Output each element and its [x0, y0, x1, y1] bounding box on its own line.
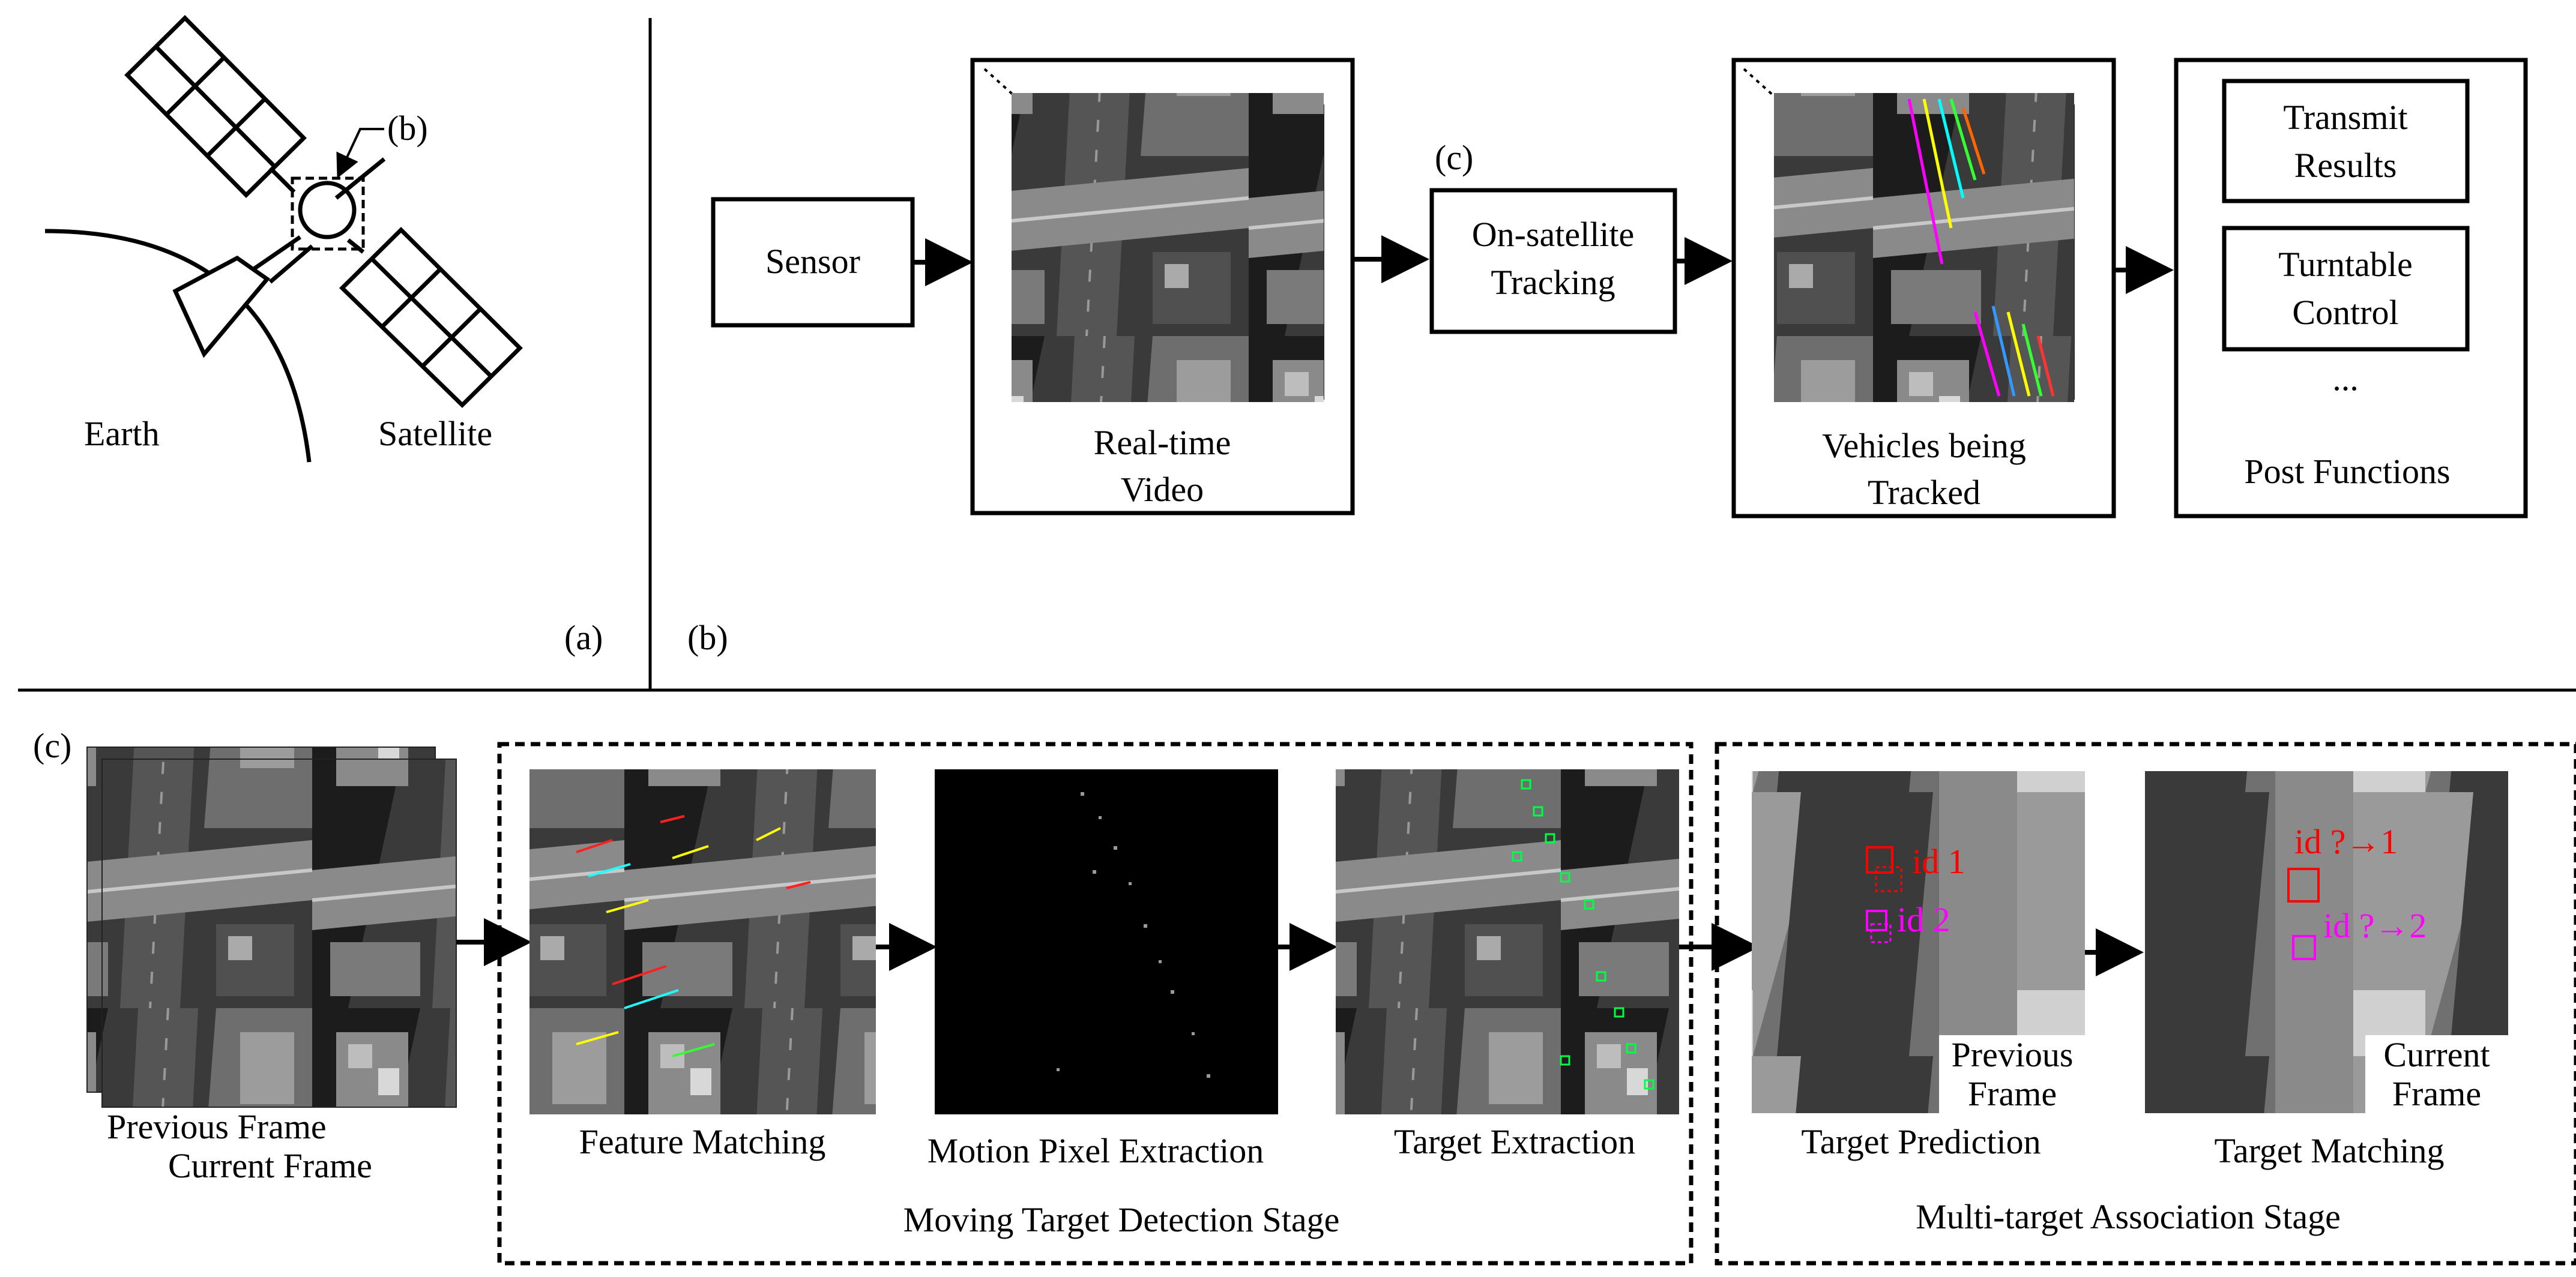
motion-pixel-image [935, 769, 1278, 1114]
prev-frame-line1: Previous [1952, 1035, 2074, 1074]
transmit-box [2222, 79, 2470, 203]
callout-box [291, 176, 365, 251]
turntable-line2: Control [2292, 293, 2398, 332]
motion-pixels [1057, 792, 1210, 1078]
matching-box-red [2287, 868, 2320, 903]
tracked-line1: Vehicles being [1822, 426, 2026, 465]
tracked-box: Vehicles being Tracked [1731, 58, 2116, 518]
post-functions-label: Post Functions [2244, 452, 2450, 491]
cur-frame-line2: Frame [2392, 1074, 2481, 1113]
feature-match-marks [576, 815, 811, 1057]
sensor-label: Sensor [765, 242, 860, 281]
id-match2-label: id ?→2 [2323, 906, 2427, 945]
turntable-line1: Turntable [2278, 245, 2412, 284]
earth-label: Earth [84, 414, 160, 453]
callout-label: (b) [387, 109, 428, 148]
target-boxes [1512, 779, 1654, 1090]
input-frames: Previous Frame Current Frame [86, 747, 457, 1185]
target-prediction-label: Target Prediction [1801, 1122, 2041, 1161]
satellite-icon [124, 15, 523, 408]
tracking-box: On-satellite Tracking [1429, 188, 1677, 334]
prediction-box-red [1866, 846, 1893, 874]
target-extraction-image [1336, 769, 1679, 1114]
feature-matching-label: Feature Matching [579, 1122, 826, 1161]
prediction-box-pink [1866, 910, 1887, 931]
id2-label: id 2 [1897, 900, 1950, 939]
panel-b: (b) Sensor Real-time Video (c) On-satell… [687, 58, 2528, 657]
tracking-line2: Tracking [1491, 263, 1615, 302]
transmit-line2: Results [2294, 146, 2397, 185]
target-matching-label: Target Matching [2214, 1131, 2444, 1170]
panel-c-tag: (c) [33, 726, 71, 765]
current-frame-label: Current Frame [168, 1146, 372, 1185]
post-ellipsis: ... [2332, 359, 2359, 398]
tracked-line2: Tracked [1868, 473, 1980, 512]
track-lines [1907, 98, 2055, 397]
target-extraction-label: Target Extraction [1394, 1122, 1635, 1161]
association-stage-label: Multi-target Association Stage [1916, 1197, 2341, 1236]
matching-box-pink [2292, 935, 2316, 960]
prediction-box-red-dashed [1875, 866, 1902, 892]
detection-stage-label: Moving Target Detection Stage [903, 1200, 1340, 1239]
callout-leader [336, 128, 384, 179]
feature-matching-image [529, 769, 876, 1114]
video-label-line1: Real-time [1094, 423, 1231, 462]
turntable-box [2222, 226, 2470, 352]
previous-frame-label: Previous Frame [107, 1107, 327, 1146]
association-stage: id 1 id 2 Previous Frame Target Predicti… [1715, 742, 2576, 1266]
realtime-video-box: Real-time Video [970, 58, 1355, 515]
transmit-line1: Transmit [2283, 98, 2407, 137]
post-functions-box: Transmit Results Turntable Control ... P… [2174, 58, 2528, 518]
tracked-frame-image [1774, 93, 2074, 402]
id1-label: id 1 [1912, 842, 1965, 881]
tracking-callout: (c) [1435, 138, 1473, 177]
detection-stage: Feature Matching Motion Pixel Extraction [497, 742, 1694, 1266]
panel-c: (c) Previous Frame Current Frame [33, 726, 2576, 1266]
video-label-line2: Video [1121, 470, 1204, 509]
id-match1-label: id ?→1 [2294, 822, 2398, 861]
video-frame-image [1012, 93, 1324, 402]
sensor-box: Sensor [711, 197, 915, 328]
panel-b-tag: (b) [687, 618, 728, 657]
tracking-line1: On-satellite [1472, 215, 1635, 254]
current-frame-image [101, 759, 457, 1108]
prev-frame-line2: Frame [1968, 1074, 2057, 1113]
prediction-box-pink-dashed [1870, 923, 1892, 943]
panel-a: (b) Earth Satellite (a) [44, 15, 603, 657]
satellite-label: Satellite [378, 414, 492, 453]
cur-frame-line1: Current [2383, 1035, 2490, 1074]
panel-a-tag: (a) [564, 618, 603, 657]
motion-pixel-label: Motion Pixel Extraction [928, 1131, 1264, 1170]
